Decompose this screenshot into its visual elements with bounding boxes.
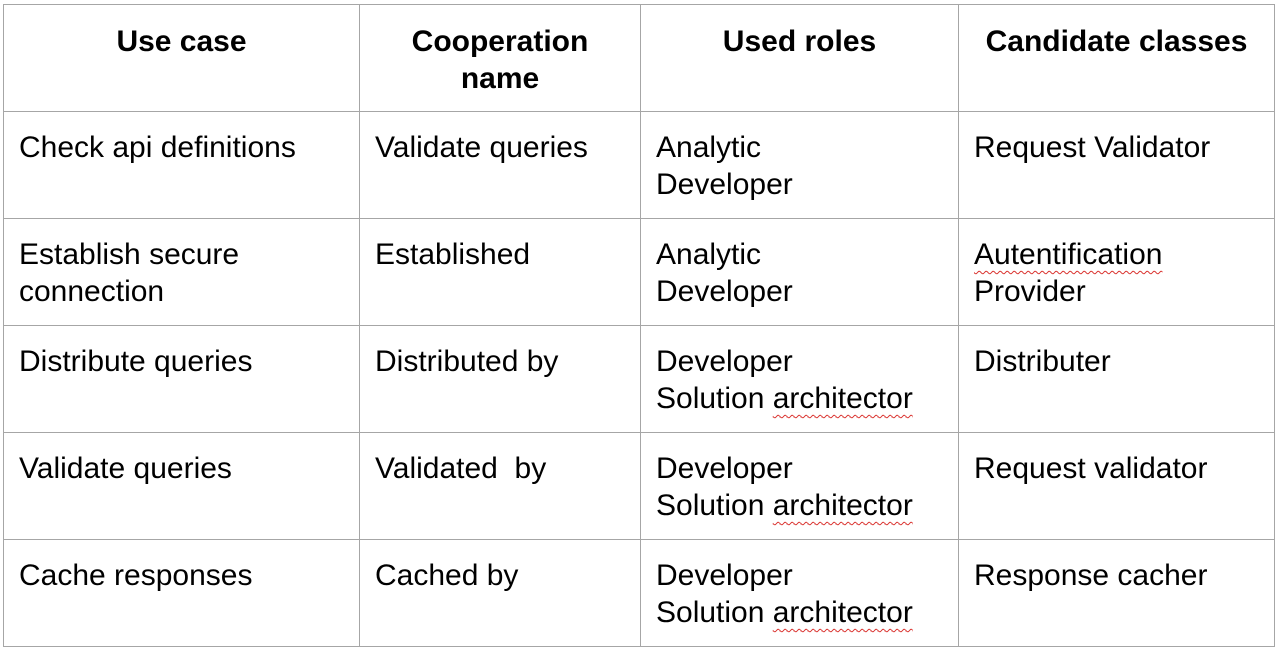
cell-line: Validate queries bbox=[375, 131, 588, 164]
cell-line: Developer bbox=[656, 559, 793, 592]
cell-roles[interactable]: Developer Solution architector bbox=[640, 539, 959, 647]
spellcheck-word: architector bbox=[772, 596, 913, 629]
cell-use-case[interactable]: Establish secure connection bbox=[3, 218, 360, 326]
header-candidate-classes: Candidate classes bbox=[958, 4, 1275, 112]
header-row: Use case Cooperation name Used roles Can… bbox=[3, 4, 1275, 112]
cell-use-case[interactable]: Distribute queries bbox=[3, 325, 360, 433]
table-row: Distribute queries Distributed by Develo… bbox=[3, 325, 1275, 433]
header-line: Used roles bbox=[722, 25, 877, 58]
spellcheck-word: Autentification bbox=[974, 238, 1163, 271]
cell-classes[interactable]: Distributer bbox=[958, 325, 1275, 433]
header-use-case: Use case bbox=[3, 4, 360, 112]
cell-use-case[interactable]: Check api definitions bbox=[3, 111, 360, 219]
cell-classes[interactable]: Request Validator bbox=[958, 111, 1275, 219]
cell-line: Provider bbox=[974, 275, 1086, 308]
cell-classes[interactable]: Response cacher bbox=[958, 539, 1275, 647]
cell-line: Establish secure bbox=[19, 238, 240, 271]
cell-line: Request validator bbox=[974, 452, 1208, 485]
cell-line: Developer bbox=[656, 345, 793, 378]
cell-line: Established bbox=[375, 238, 531, 271]
cell-roles[interactable]: Developer Solution architector bbox=[640, 325, 959, 433]
cell-line: Validated by bbox=[375, 452, 547, 485]
cell-line: Distributer bbox=[974, 345, 1111, 378]
cell-line: Solution architector bbox=[656, 594, 958, 631]
cell-cooperation[interactable]: Established bbox=[359, 218, 641, 326]
header-line: Candidate classes bbox=[985, 25, 1248, 58]
spellcheck-line: Solution architector bbox=[656, 489, 913, 522]
cell-cooperation[interactable]: Validated by bbox=[359, 432, 641, 540]
table-row: Establish secure connection Established … bbox=[3, 218, 1275, 326]
cell-use-case[interactable]: Cache responses bbox=[3, 539, 360, 647]
cell-line: Developer bbox=[656, 275, 793, 308]
cell-roles[interactable]: Developer Solution architector bbox=[640, 432, 959, 540]
cell-line: Cached by bbox=[375, 559, 519, 592]
cell-use-case[interactable]: Validate queries bbox=[3, 432, 360, 540]
cell-line: Developer bbox=[656, 168, 793, 201]
cell-cooperation[interactable]: Cached by bbox=[359, 539, 641, 647]
cell-line: Cache responses bbox=[19, 559, 253, 592]
header-used-roles: Used roles bbox=[640, 4, 959, 112]
header-line: Use case bbox=[116, 25, 247, 58]
cell-line: Check api definitions bbox=[19, 131, 296, 164]
cell-line: Request Validator bbox=[974, 131, 1211, 164]
cell-roles[interactable]: Analytic Developer bbox=[640, 111, 959, 219]
cell-line: connection bbox=[19, 275, 165, 308]
cell-line: Solution architector bbox=[656, 487, 958, 524]
cell-roles[interactable]: Analytic Developer bbox=[640, 218, 959, 326]
table-row: Check api definitions Validate queries A… bbox=[3, 111, 1275, 219]
cell-cooperation[interactable]: Distributed by bbox=[359, 325, 641, 433]
table-row: Cache responses Cached by Developer Solu… bbox=[3, 539, 1275, 647]
header-line: name bbox=[460, 62, 540, 95]
cell-line: Autentification bbox=[974, 236, 1274, 273]
spellcheck-word: architector bbox=[772, 382, 913, 415]
cell-classes[interactable]: Request validator bbox=[958, 432, 1275, 540]
cell-line: Analytic bbox=[656, 238, 762, 271]
use-case-table: Use case Cooperation name Used roles Can… bbox=[3, 4, 1275, 647]
cell-line: Analytic bbox=[656, 131, 762, 164]
spellcheck-line: Solution architector bbox=[656, 596, 913, 629]
header-line: Cooperation bbox=[411, 25, 589, 58]
spellcheck-line: Solution architector bbox=[656, 382, 913, 415]
cell-line: Distribute queries bbox=[19, 345, 253, 378]
cell-classes[interactable]: Autentification Provider bbox=[958, 218, 1275, 326]
cell-cooperation[interactable]: Validate queries bbox=[359, 111, 641, 219]
cell-line: Validate queries bbox=[19, 452, 232, 485]
spellcheck-word: architector bbox=[772, 489, 913, 522]
header-cooperation-name: Cooperation name bbox=[359, 4, 641, 112]
cell-line: Response cacher bbox=[974, 559, 1208, 592]
cell-line: Distributed by bbox=[375, 345, 559, 378]
cell-line: Developer bbox=[656, 452, 793, 485]
table-row: Validate queries Validated by Developer … bbox=[3, 432, 1275, 540]
cell-line: Solution architector bbox=[656, 380, 958, 417]
